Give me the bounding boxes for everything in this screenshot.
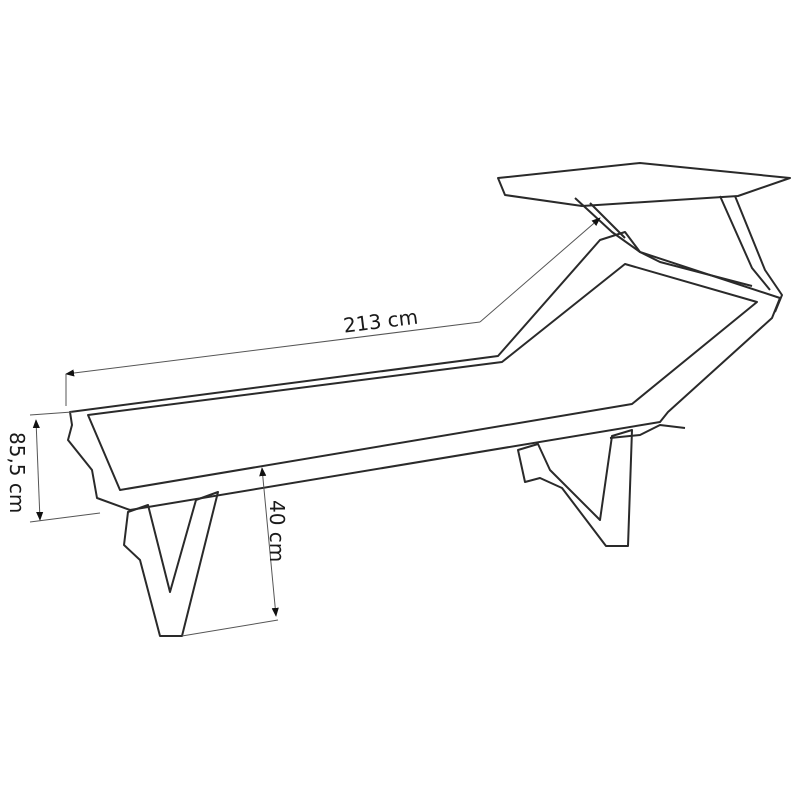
bed-frame <box>67 231 781 511</box>
front-legs <box>123 491 219 637</box>
height-label: 85,5 cm <box>5 432 29 513</box>
seat-height-label: 40 cm <box>265 500 289 562</box>
canopy <box>497 162 791 313</box>
seat-height-dimension: 40 cm <box>181 467 289 637</box>
length-label: 213 cm <box>342 305 419 338</box>
height-dimension: 85,5 cm <box>5 411 101 523</box>
rear-legs <box>517 429 633 547</box>
